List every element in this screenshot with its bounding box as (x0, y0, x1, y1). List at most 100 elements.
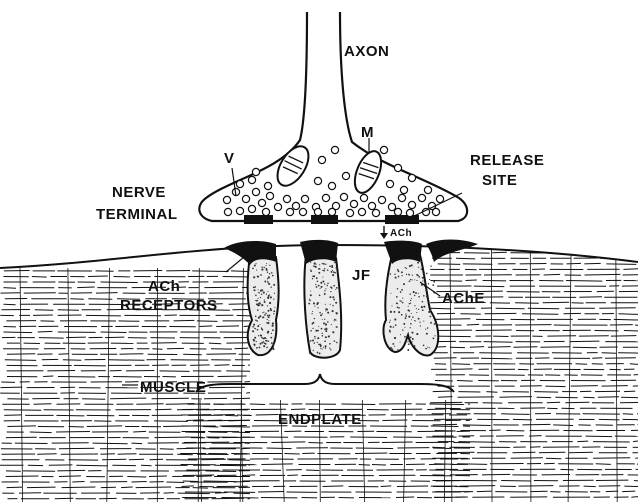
muscle-striation (397, 486, 428, 487)
muscle-striation (215, 465, 247, 466)
stipple-dot (335, 312, 336, 313)
stipple-dot (325, 347, 326, 348)
muscle-striation (190, 365, 210, 366)
nerve-terminal-label-line1: NERVE (112, 184, 166, 201)
stipple-dot (260, 335, 262, 337)
stipple-dot (411, 341, 412, 342)
stipple-dot (309, 299, 310, 300)
muscle-striation (309, 443, 323, 444)
stipple-dot (412, 274, 413, 275)
muscle-striation (129, 459, 144, 460)
stipple-dot (262, 312, 263, 313)
muscle-striation (76, 465, 108, 466)
muscle-striation (598, 397, 619, 398)
stipple-dot (258, 335, 259, 336)
synaptic-vesicle (418, 194, 425, 201)
stipple-dot (330, 291, 331, 292)
stipple-dot (254, 337, 256, 339)
muscle-striation (431, 426, 459, 427)
stipple-dot (311, 340, 312, 341)
stipple-dot (312, 276, 313, 277)
muscle-striation (433, 424, 457, 425)
stipple-dot (329, 265, 331, 267)
stipple-dot (411, 298, 412, 299)
muscle-striation (287, 475, 298, 476)
stipple-dot (329, 347, 330, 348)
muscle-striation (570, 341, 600, 342)
stipple-dot (260, 343, 262, 345)
stipple-dot (256, 341, 257, 342)
stipple-dot (272, 343, 274, 345)
stipple-dot (406, 268, 407, 269)
stipple-dot (319, 294, 321, 296)
muscle-striation (102, 459, 126, 460)
stipple-dot (403, 283, 405, 285)
synaptic-vesicle (224, 208, 231, 215)
stipple-dot (315, 338, 316, 339)
synaptic-vesicle (368, 202, 375, 209)
stipple-dot (406, 274, 407, 275)
muscle-striation (5, 360, 37, 361)
stipple-dot (394, 274, 395, 275)
muscle-striation (605, 358, 636, 359)
muscle-striation (66, 337, 86, 338)
muscle-striation (611, 336, 637, 337)
stipple-dot (261, 267, 262, 268)
muscle-striation (470, 347, 484, 348)
nerve-terminal-label-line2: TERMINAL (96, 206, 178, 223)
muscle-striation (77, 287, 95, 288)
stipple-dot (315, 266, 317, 268)
stipple-dot (430, 309, 432, 311)
muscle-striation (623, 269, 638, 270)
muscle-striation (534, 392, 558, 393)
stipple-dot (257, 298, 258, 299)
muscle-striation (435, 381, 453, 382)
stipple-dot (416, 312, 417, 313)
muscle-striation (35, 310, 54, 311)
synaptic-vesicle (301, 195, 308, 202)
stipple-dot (318, 326, 319, 327)
muscle-striation (27, 487, 56, 488)
stipple-dot (407, 341, 408, 342)
muscle-z-line (107, 268, 110, 502)
stipple-dot (268, 283, 270, 285)
stipple-dot (318, 285, 320, 287)
stipple-dot (434, 335, 435, 336)
stipple-dot (269, 302, 271, 304)
stipple-dot (432, 284, 434, 286)
synaptic-vesicle (318, 156, 325, 163)
stipple-dot (259, 305, 260, 306)
muscle-striation (553, 425, 573, 426)
muscle-label: MUSCLE (140, 379, 206, 396)
stipple-dot (429, 279, 430, 280)
stipple-dot (426, 333, 427, 334)
stipple-dot (336, 326, 338, 328)
muscle-striation (38, 331, 53, 332)
synaptic-vesicle (360, 194, 367, 201)
muscle-striation (197, 321, 218, 322)
stipple-dot (399, 307, 400, 308)
junctional-fold (383, 255, 438, 355)
muscle-striation (93, 443, 128, 444)
stipple-dot (324, 293, 326, 295)
synaptic-vesicle (322, 194, 329, 201)
muscle-striation (4, 332, 33, 333)
stipple-dot (259, 346, 261, 348)
muscle-striation (132, 443, 143, 444)
stipple-dot (423, 321, 424, 322)
stipple-dot (269, 315, 271, 317)
mitochondrion-label: M (361, 124, 374, 141)
stipple-dot (254, 264, 256, 266)
stipple-dot (396, 302, 398, 304)
stipple-dot (414, 295, 415, 296)
ach-arrow-label: ACh (390, 228, 412, 239)
muscle-striation (209, 343, 221, 344)
muscle-striation (56, 415, 84, 416)
muscle-striation (160, 449, 174, 450)
muscle-striation (1, 387, 23, 388)
stipple-dot (267, 319, 268, 320)
muscle-striation (372, 465, 386, 466)
muscle-striation (484, 342, 513, 343)
stipple-dot (333, 299, 335, 301)
